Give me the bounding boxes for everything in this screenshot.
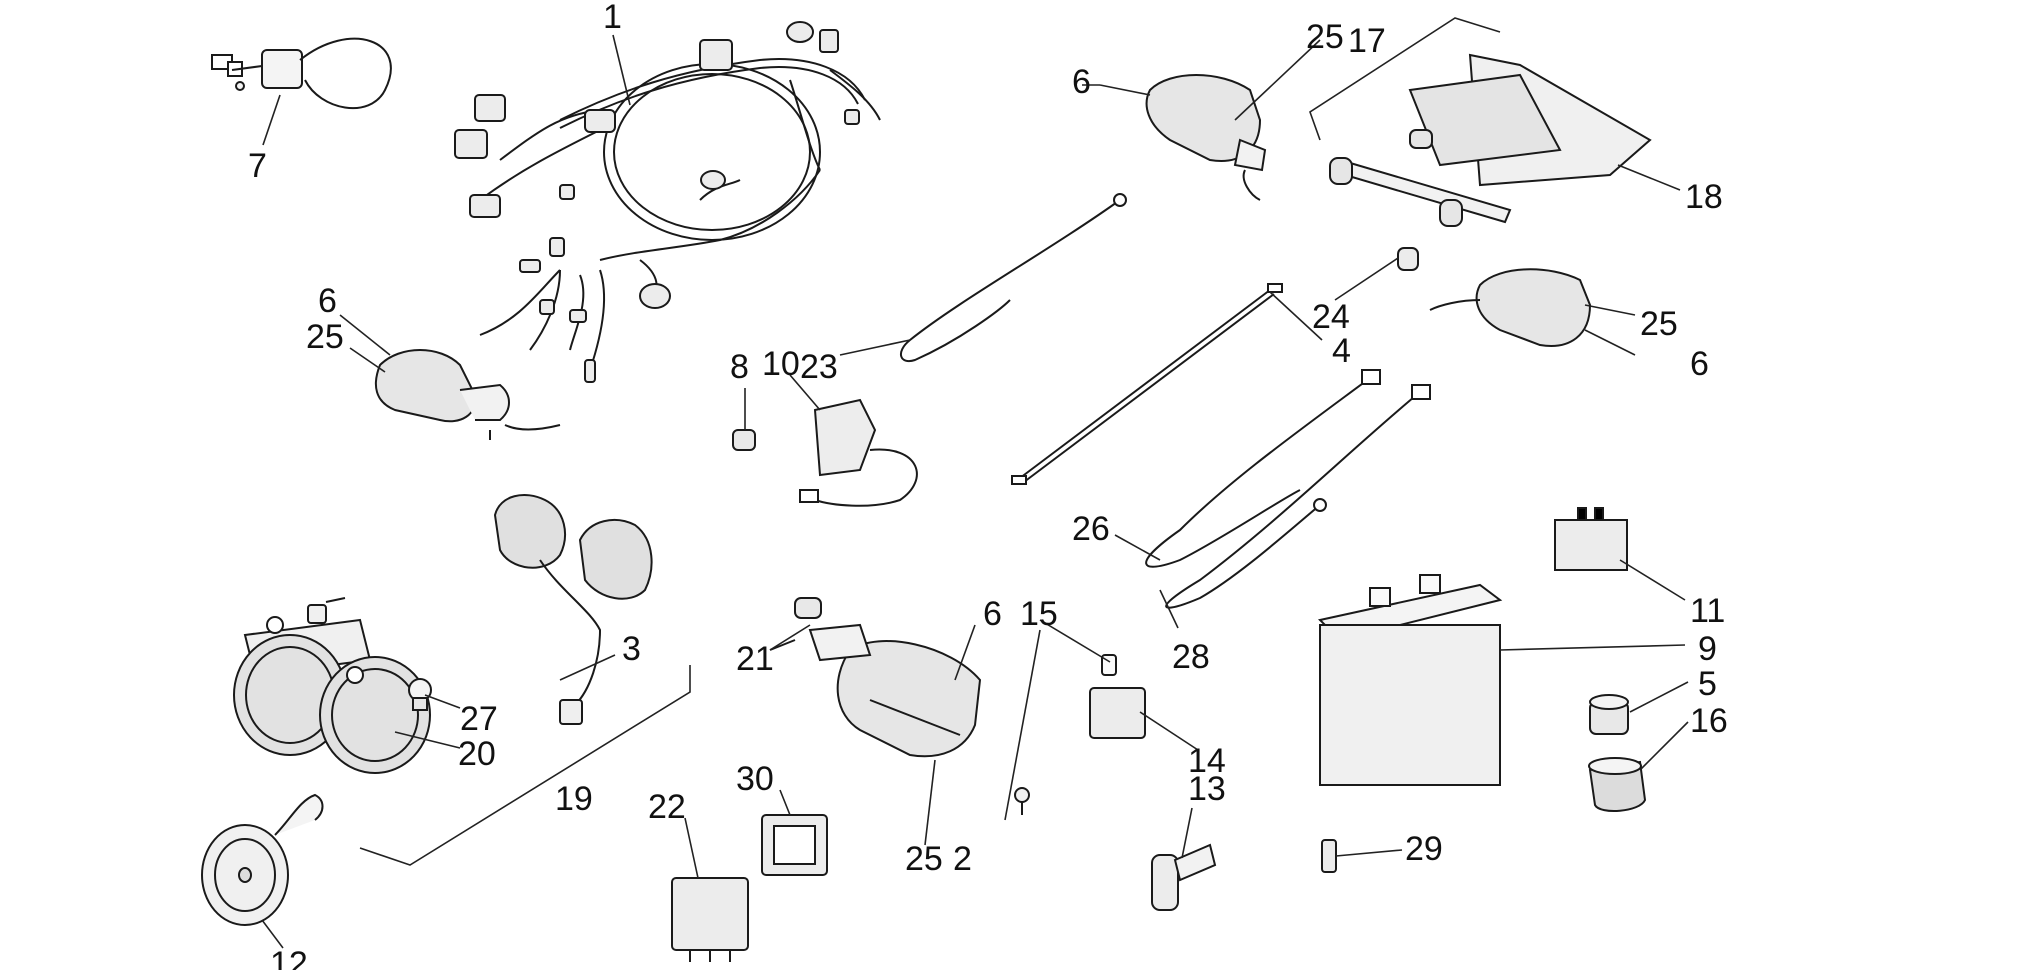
label-15: 15 [1020,595,1058,633]
part-23-cable [900,193,1127,363]
label-20: 20 [458,735,496,773]
part-6-front-right-turn-signal [769,597,982,758]
part-24-bulb [1397,247,1419,271]
label-19: 19 [555,780,593,818]
part-1-wiring-harness [454,21,881,383]
label-1: 1 [603,0,622,36]
label-14: 14 [1188,742,1226,780]
label-6-rear-left: 6 [1072,63,1091,101]
label-28: 28 [1172,638,1210,676]
part-16-cover [1588,757,1647,812]
label-26: 26 [1072,510,1110,548]
label-6-front-right: 6 [983,595,1002,633]
callout-labels: 1 7 6 25 3 27 20 19 12 8 10 23 21 6 25 2… [248,0,1728,970]
label-16: 16 [1690,702,1728,740]
label-13: 13 [1188,770,1226,808]
label-25-rear-right: 25 [1640,305,1678,343]
label-25-front-right: 25 [905,840,943,878]
part-17-taillight-holder [1329,129,1512,227]
label-23: 23 [800,348,838,386]
label-9: 9 [1698,630,1717,668]
part-14-flasher-relay [1089,687,1146,739]
label-21: 21 [736,640,774,678]
part-9-battery [1317,574,1503,786]
label-8: 8 [730,348,749,386]
part-20-headlight [233,597,431,774]
label-18: 18 [1685,178,1723,216]
label-7: 7 [248,147,267,185]
label-24: 24 [1312,298,1350,336]
label-3: 3 [622,630,641,668]
label-11: 11 [1690,592,1725,630]
label-25-rear-left: 25 [1306,18,1344,56]
part-11-regulator [1554,507,1628,571]
part-28-cable [1165,384,1431,609]
label-25-front-left: 25 [306,318,344,356]
part-13-plug-cap [1151,843,1217,911]
part-12-horn [201,793,324,926]
label-6-rear-right: 6 [1690,345,1709,383]
label-2: 2 [953,840,972,878]
label-29: 29 [1405,830,1443,868]
label-22: 22 [648,788,686,826]
label-30: 30 [736,760,774,798]
label-10: 10 [762,345,800,383]
label-4: 4 [1332,332,1351,370]
part-27-bulb [408,678,432,711]
leader-lines [261,34,1689,949]
part-8-cap [732,429,756,451]
group-bracket-19 [359,665,691,866]
part-10-coil [799,398,918,507]
label-17: 17 [1348,22,1386,60]
part-26-cable [1145,369,1381,568]
label-27: 27 [460,700,498,738]
label-12: 12 [270,945,308,970]
part-6-rear-right-turn-signal [1429,268,1592,347]
part-4-cable [1011,283,1283,485]
part-29-terminal [1321,839,1337,873]
label-5: 5 [1698,665,1717,703]
group-bracket-17 [1309,17,1501,141]
part-2-screw [1014,787,1030,815]
label-6-front-left: 6 [318,282,337,320]
part-3-headlight-holders [493,494,653,725]
part-30-relay-cover [761,814,828,876]
part-22-relay [671,877,749,962]
part-6-front-left-turn-signal [374,349,561,440]
part-6-rear-left-turn-signal [1145,74,1267,201]
part-5-socket [1589,694,1629,735]
part-7-switch [211,37,392,109]
